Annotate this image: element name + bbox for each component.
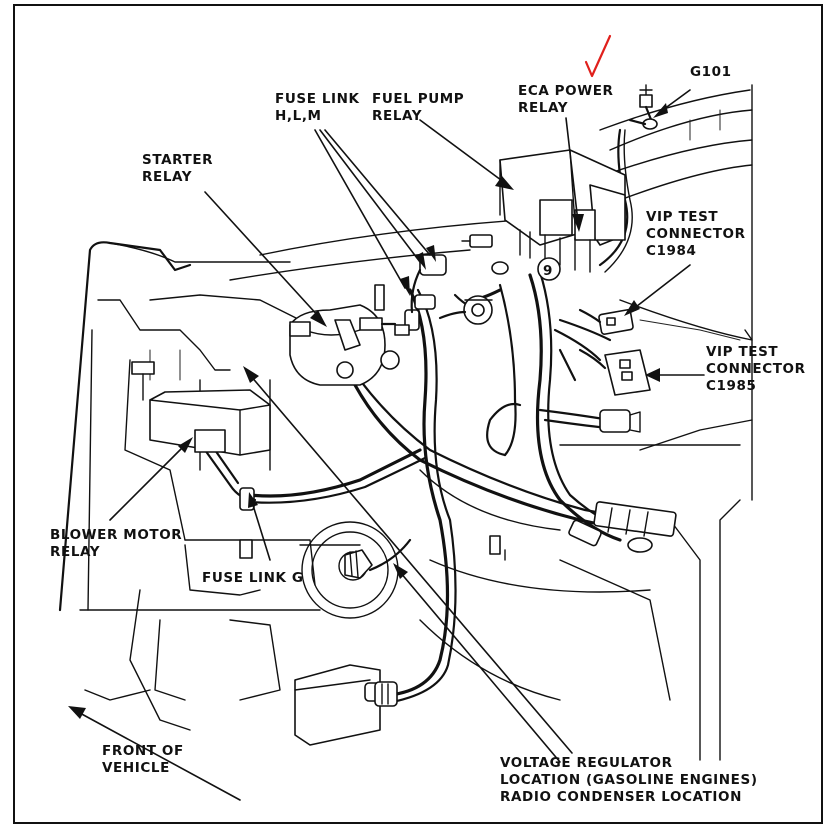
pointer-fuse-link-l bbox=[324, 129, 431, 256]
label-g101: G101 bbox=[690, 64, 732, 80]
pointer-blower-motor-relay bbox=[109, 444, 186, 521]
callout-labels: G101 ECA POWER RELAY FUSE LINK H,L,M FUE… bbox=[50, 64, 811, 805]
label-fuse-link-g: FUSE LINK G bbox=[202, 570, 304, 586]
blower-motor-relay-assembly bbox=[131, 361, 271, 456]
starter-relay-assembly bbox=[289, 254, 493, 386]
diagram-frame bbox=[13, 4, 823, 824]
terminal-number-label: 9 bbox=[543, 263, 553, 279]
red-check-annotation bbox=[584, 34, 612, 78]
label-fuse-link-hlm: FUSE LINK H,L,M bbox=[275, 91, 365, 124]
label-starter-relay: STARTER RELAY bbox=[142, 152, 218, 185]
label-fuel-pump-relay: FUEL PUMP RELAY bbox=[372, 91, 470, 124]
label-blower-motor-relay: BLOWER MOTOR RELAY bbox=[50, 527, 188, 560]
label-vip-c1985: VIP TEST CONNECTOR C1985 bbox=[706, 344, 811, 394]
pointer-starter-relay bbox=[204, 191, 321, 319]
harness-connectors bbox=[239, 261, 509, 707]
pointer-voltage-regulator bbox=[249, 374, 573, 754]
pointer-fuse-link-g bbox=[251, 501, 271, 561]
vip-connector-c1984 bbox=[578, 308, 634, 335]
label-eca-power-relay: ECA POWER RELAY bbox=[518, 83, 619, 116]
g101-ground bbox=[628, 84, 658, 130]
pointer-eca-power-relay bbox=[565, 117, 579, 223]
pointer-fuse-link-h bbox=[319, 129, 421, 263]
label-vip-c1984: VIP TEST CONNECTOR C1984 bbox=[646, 209, 751, 259]
pointer-radio-condenser bbox=[399, 571, 561, 763]
label-front-of-vehicle: FRONT OF VEHICLE bbox=[102, 743, 189, 776]
wiring-harness bbox=[203, 128, 677, 704]
label-voltage-regulator: VOLTAGE REGULATOR LOCATION (GASOLINE ENG… bbox=[500, 755, 763, 805]
callout-pointers bbox=[68, 89, 705, 801]
pointer-fuse-link-m bbox=[314, 129, 406, 289]
pointer-fuel-pump-relay bbox=[419, 119, 506, 184]
pointer-vip-c1984 bbox=[631, 264, 691, 311]
vip-connector-c1985 bbox=[578, 348, 651, 433]
pointer-front-of-vehicle bbox=[77, 711, 241, 801]
relay-cluster: 9 bbox=[461, 149, 626, 281]
